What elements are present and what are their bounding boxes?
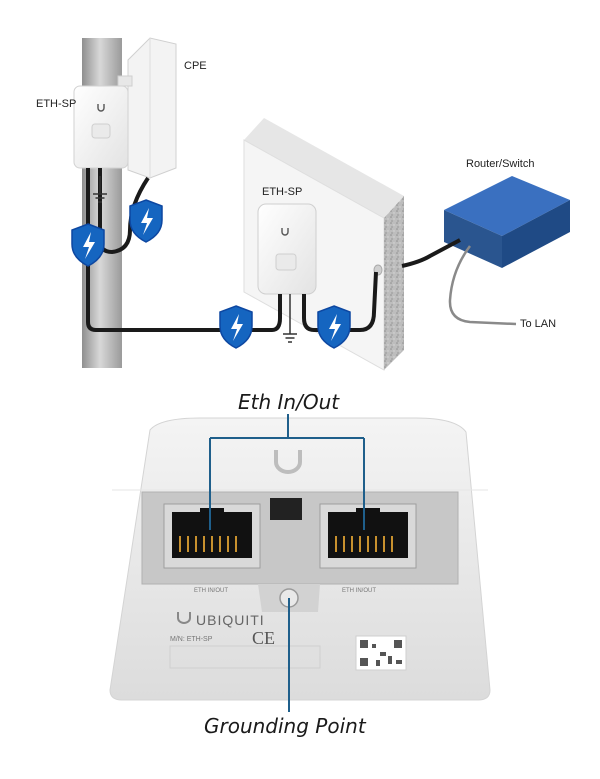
cable-pole-to-wall — [86, 168, 272, 332]
brand-name: UBIQUITI — [196, 612, 265, 628]
rj45-port-right — [319, 503, 417, 569]
callout-eth-in-out: Eth In/Out — [238, 390, 340, 414]
port-label-left: ETH IN/OUT — [194, 588, 228, 594]
surge-shield-icon — [71, 223, 105, 267]
ce-mark: CE — [252, 628, 276, 648]
eth-sp-pole-unit — [73, 85, 129, 169]
qr-code — [355, 635, 407, 671]
label-eth-sp-wall: ETH-SP — [262, 186, 303, 198]
model-number: M/N: ETH-SP — [170, 636, 213, 643]
ground-icon — [93, 176, 107, 203]
ubiquiti-logo-icon — [97, 104, 105, 112]
surge-shield-icon — [129, 199, 163, 243]
surge-shield-icon — [317, 305, 351, 349]
ubiquiti-logo-icon — [274, 450, 302, 474]
cpe-antenna — [117, 37, 177, 179]
cable-wall-unit — [271, 294, 282, 332]
port-label-right: ETH IN/OUT — [342, 588, 376, 594]
callout-grounding-point: Grounding Point — [204, 714, 366, 738]
cable-to-router — [401, 238, 461, 268]
cable-to-lan — [448, 245, 517, 326]
label-cpe: CPE — [184, 60, 207, 72]
surge-shield-icon — [219, 305, 253, 349]
label-to-lan: To LAN — [520, 318, 557, 330]
eth-sp-wall-unit — [257, 203, 317, 295]
label-router-switch: Router/Switch — [466, 158, 535, 170]
serial-label-box — [169, 645, 321, 669]
ubiquiti-logo-icon — [177, 612, 191, 624]
label-eth-sp-pole: ETH-SP — [36, 98, 77, 110]
router-switch — [444, 176, 570, 462]
ubiquiti-logo-icon — [281, 228, 289, 236]
ground-icon — [283, 294, 297, 343]
rj45-port-left — [163, 503, 261, 569]
eth-sp-device-photo — [109, 417, 491, 701]
callout-lines — [209, 414, 365, 712]
